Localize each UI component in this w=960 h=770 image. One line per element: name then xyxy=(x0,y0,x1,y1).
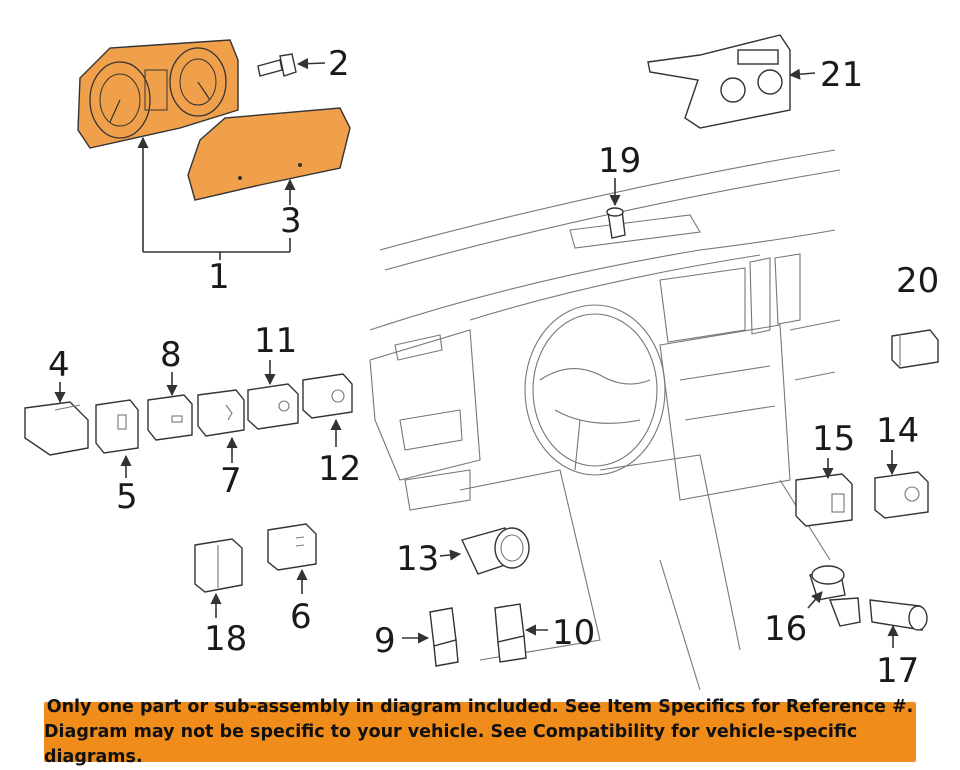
switch-part-20 xyxy=(891,329,939,369)
lighter-part-17 xyxy=(869,599,928,648)
power-outlet-part-16 xyxy=(807,565,861,627)
callout-7: 7 xyxy=(220,461,242,501)
callout-8: 8 xyxy=(160,335,182,375)
instrument-cluster-lens-part-3 xyxy=(187,107,351,201)
callout-15: 15 xyxy=(812,419,855,459)
callout-12: 12 xyxy=(318,449,361,489)
screw-part-2 xyxy=(257,53,326,77)
callout-3: 3 xyxy=(280,201,302,241)
climate-panel-part-21 xyxy=(647,34,816,129)
switch-part-9 xyxy=(402,607,459,667)
callout-17: 17 xyxy=(876,651,919,691)
callout-4: 4 xyxy=(48,345,70,385)
switch-part-18 xyxy=(194,538,243,618)
start-button-part-13 xyxy=(439,527,530,575)
callout-10: 10 xyxy=(552,613,595,653)
callout-2: 2 xyxy=(328,44,350,84)
switch-part-10 xyxy=(494,603,548,663)
callout-21: 21 xyxy=(820,55,863,95)
callout-6: 6 xyxy=(290,597,312,637)
switch-part-8 xyxy=(147,372,193,441)
instrument-cluster-part-1 xyxy=(77,39,239,149)
callout-18: 18 xyxy=(204,619,247,659)
dashboard-drawing xyxy=(369,149,841,691)
switch-part-11 xyxy=(247,360,299,430)
switch-part-14 xyxy=(874,450,929,519)
bracket-1 xyxy=(137,136,296,260)
disclaimer-banner: Only one part or sub-assembly in diagram… xyxy=(44,697,916,767)
callout-1: 1 xyxy=(208,257,230,297)
switch-part-15 xyxy=(795,458,853,527)
callout-14: 14 xyxy=(876,411,919,451)
switch-part-5 xyxy=(95,399,139,478)
parts-diagram: 1 2 3 21 19 20 4 8 11 5 7 12 15 14 13 16… xyxy=(24,34,939,691)
callout-13: 13 xyxy=(396,539,439,579)
switch-part-12 xyxy=(302,373,353,447)
switch-part-6 xyxy=(267,523,317,594)
callout-9: 9 xyxy=(374,621,396,661)
sensor-part-19 xyxy=(606,178,626,239)
callout-5: 5 xyxy=(116,477,138,517)
callout-19: 19 xyxy=(598,141,641,181)
switch-part-4 xyxy=(24,382,89,456)
disclaimer-line-2: Diagram may not be specific to your vehi… xyxy=(44,721,858,767)
disclaimer-line-1: Only one part or sub-assembly in diagram… xyxy=(46,696,914,717)
callout-20: 20 xyxy=(896,261,939,301)
switch-part-7 xyxy=(197,389,245,463)
callout-11: 11 xyxy=(254,321,297,361)
callout-16: 16 xyxy=(764,609,807,649)
